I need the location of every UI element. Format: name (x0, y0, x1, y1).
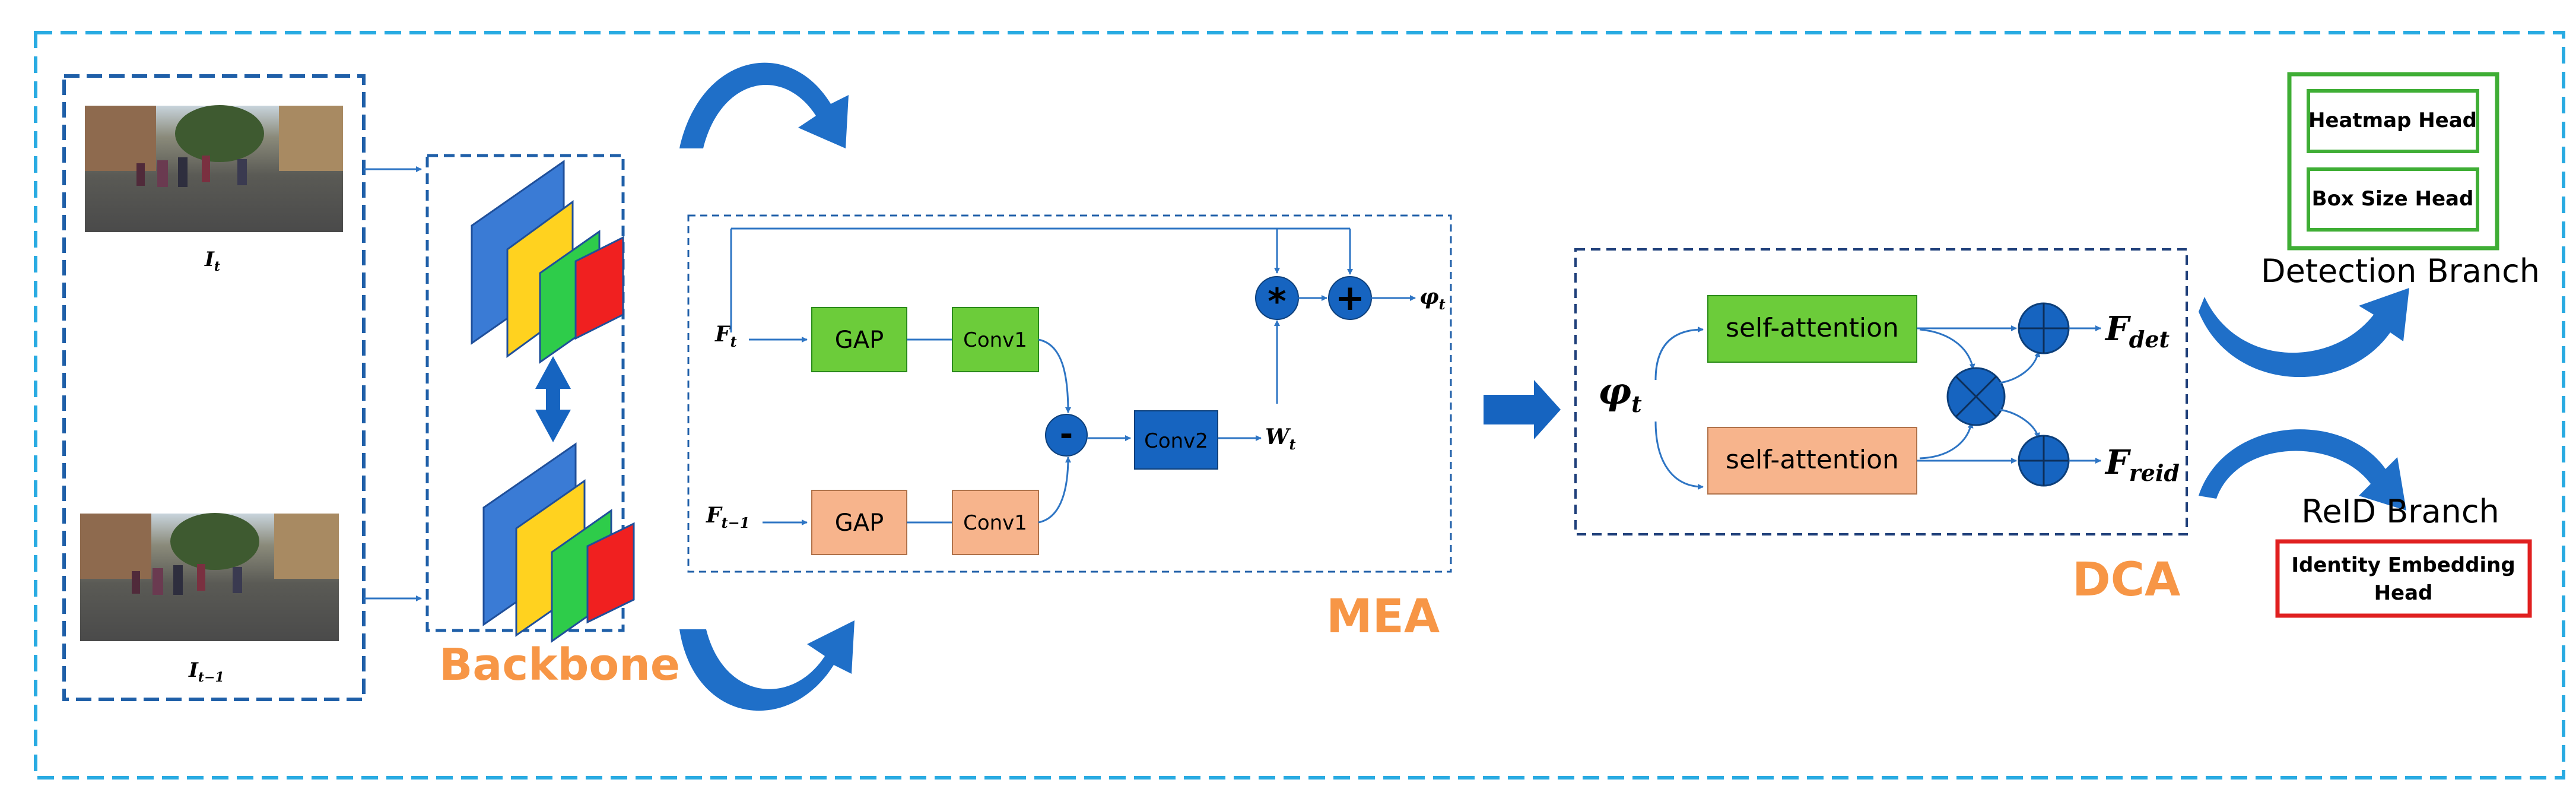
mea-conv1-top-label: Conv1 (963, 328, 1027, 352)
mea-ft1-label: Ft−1 (706, 503, 749, 531)
dca-freid-label: Freid (2104, 443, 2180, 486)
arrow-mea-to-dca (1484, 380, 1561, 439)
detection-heads-frame (2287, 72, 2499, 251)
dca-add-op-top (2018, 302, 2070, 354)
mea-plus-op-label: + (1335, 277, 1365, 319)
curve-conv1-bottom-to-minus (1038, 457, 1071, 524)
backbone-label: Backbone (439, 639, 680, 690)
mea-frame (687, 214, 1452, 573)
dca-label: DCA (2072, 553, 2180, 607)
curved-arrow-top (679, 62, 849, 148)
mea-phi-label: φt (1419, 284, 1446, 313)
mea-minus-op-label: - (1060, 416, 1073, 453)
curve-attn-bottom-to-cross (1919, 422, 1974, 460)
backbone-frame (425, 154, 625, 632)
outer-frame (34, 31, 2565, 780)
mea-minus-op (1045, 414, 1088, 457)
curved-arrow-bottom (679, 620, 855, 711)
mea-conv2-label: Conv2 (1144, 429, 1208, 453)
curve-attn-top-to-cross (1919, 328, 1975, 370)
identity-head-line2: Head (2374, 581, 2433, 605)
mea-ft-label: Ft (714, 322, 737, 350)
mea-conv1-top (952, 307, 1039, 372)
dca-attn-bottom-label: self-attention (1726, 445, 1899, 475)
identity-embedding-head (2275, 539, 2532, 618)
mea-conv2 (1134, 410, 1218, 470)
mea-mult-op-label: * (1268, 281, 1286, 322)
mea-label: MEA (1326, 590, 1440, 644)
frame-image-t (85, 105, 343, 232)
dca-cross-op (1946, 367, 2006, 426)
backbone-layers-top (471, 160, 624, 364)
dca-attn-bottom (1707, 427, 1917, 495)
backbone-shared-arrow (535, 356, 571, 442)
curve-cross-to-add-bottom (1999, 408, 2040, 439)
boxsize-head-label: Box Size Head (2312, 187, 2474, 211)
identity-head-line1: Identity Embedding (2291, 553, 2515, 577)
backbone-layers-bottom (482, 442, 635, 643)
mea-gap-top-label: GAP (835, 327, 884, 354)
reid-branch-label: ReID Branch (2301, 493, 2499, 530)
mea-gap-bottom-label: GAP (835, 509, 884, 537)
dca-add-op-bottom (2018, 435, 2070, 487)
dca-attn-top (1707, 295, 1917, 363)
detection-branch-label: Detection Branch (2261, 252, 2540, 290)
heatmap-head (2307, 89, 2479, 153)
boxsize-head (2307, 167, 2479, 232)
curved-arrow-to-detection (2199, 288, 2409, 378)
curve-phi-to-attn-top (1654, 327, 1704, 381)
mea-wt-label: Wt (1265, 424, 1296, 453)
mea-gap-bottom (811, 490, 907, 555)
curved-arrow-to-reid (2199, 429, 2406, 511)
heatmap-head-label: Heatmap Head (2308, 109, 2477, 132)
curve-phi-to-attn-bottom (1654, 421, 1704, 490)
dca-fdet-label: Fdet (2104, 309, 2170, 353)
frame-t-minus-1-caption: It−1 (188, 658, 224, 685)
mea-conv1-bottom (952, 490, 1039, 555)
curve-conv1-top-to-minus (1038, 338, 1071, 413)
dca-phi-label: φt (1598, 369, 1642, 417)
mea-conv1-bottom-label: Conv1 (963, 511, 1027, 535)
frame-t-caption: It (204, 248, 220, 274)
frame-image-t-minus-1 (80, 513, 339, 641)
input-frame (62, 74, 366, 701)
curve-cross-to-add-top (1999, 351, 2041, 384)
dca-attn-top-label: self-attention (1726, 313, 1899, 343)
